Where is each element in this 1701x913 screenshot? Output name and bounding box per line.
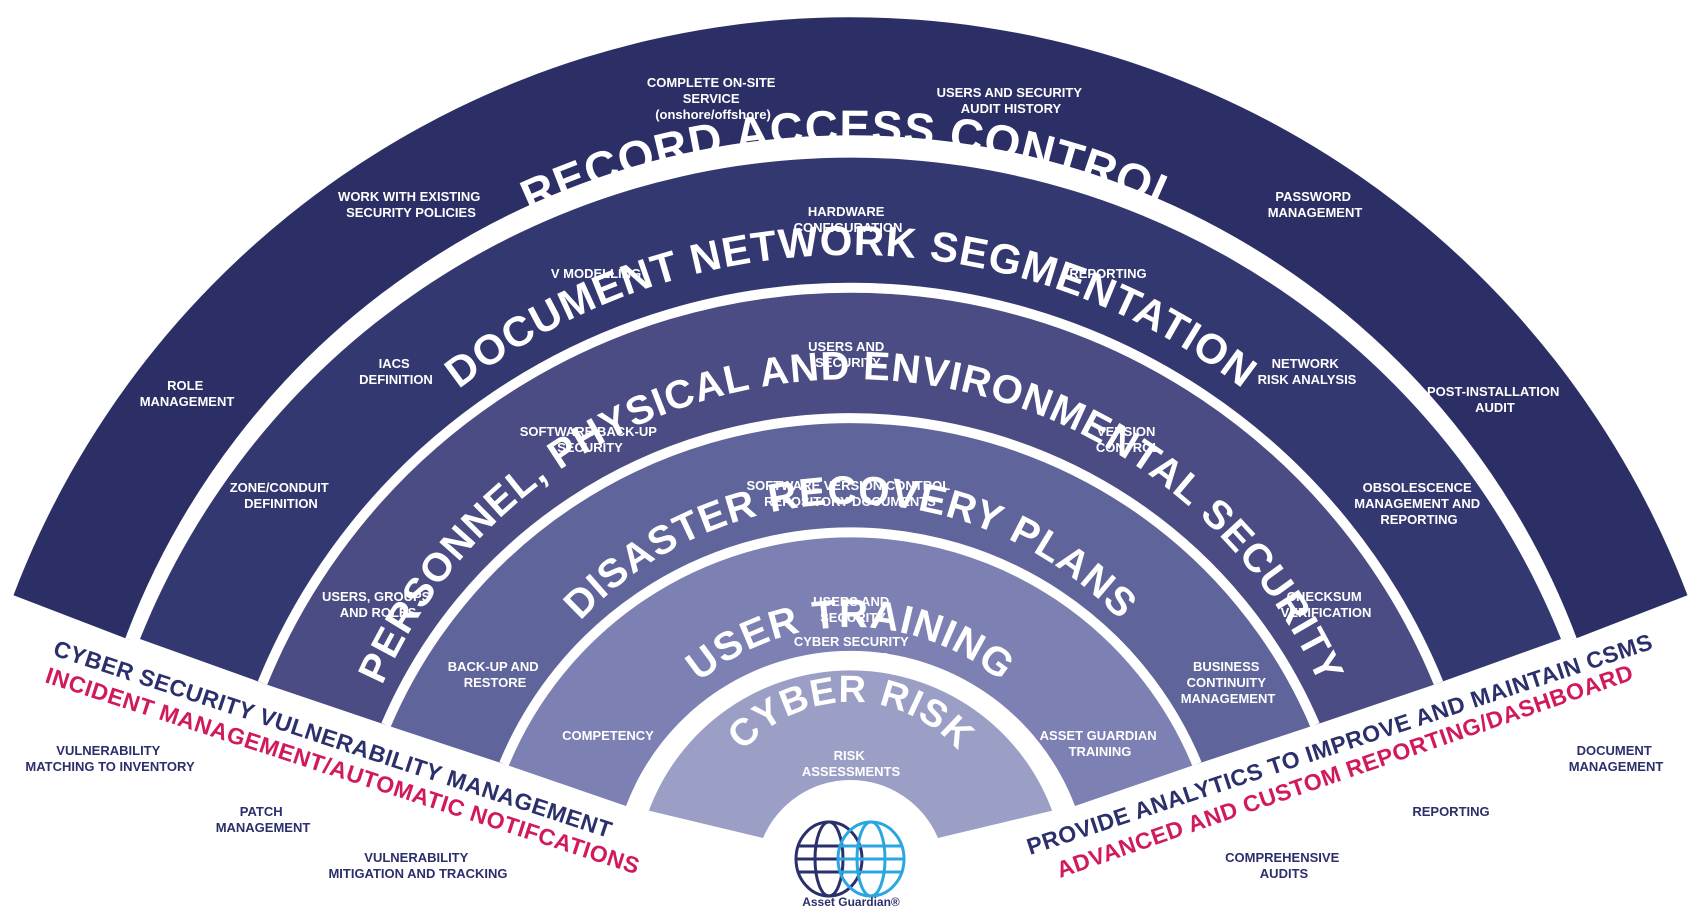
band-items: COMPLETE ON-SITE SERVICE (onshore/offsho…: [140, 75, 1563, 779]
band-item: OBSOLESCENCE MANAGEMENT AND REPORTING: [1354, 480, 1484, 527]
band-item: ZONE/CONDUIT DEFINITION: [230, 480, 333, 511]
band-item: BACK-UP AND RESTORE: [448, 659, 543, 690]
band-item: ASSET GUARDIAN TRAINING: [1040, 728, 1161, 759]
band-item: IACS DEFINITION: [359, 356, 433, 387]
fan-bands: [13, 17, 1688, 838]
logo-name: Asset Guardian®: [802, 895, 900, 909]
logo: Asset Guardian®: [794, 820, 906, 909]
band-item: NETWORK RISK ANALYSIS: [1258, 356, 1357, 387]
globe-icon: [794, 820, 906, 898]
band-item: RISK ASSESSMENTS: [802, 748, 901, 779]
band-item: VERSION CONTROL: [1096, 424, 1160, 455]
left-panel-item: VULNERABILITY MATCHING TO INVENTORY: [25, 743, 195, 774]
band-item: USERS, GROUPS AND ROLES: [322, 589, 434, 620]
left-panel-item: PATCH MANAGEMENT: [216, 804, 311, 835]
band-separators: [125, 135, 1577, 812]
band-personnel-physical-environmental-security: [262, 288, 1439, 725]
band-item: V MODELLING: [551, 266, 641, 281]
band-disaster-recovery-plans: [386, 418, 1315, 764]
band-user-training: [504, 532, 1197, 806]
band-item: USERS AND SECURITY AUDIT HISTORY: [937, 85, 1086, 116]
band-item: SOFTWARE VERSION CONTROL REPOSITORY DOCU…: [746, 478, 953, 509]
band-item: HARDWARE CONFIGURATION: [794, 204, 903, 235]
band-item: REPORTING: [1069, 266, 1146, 281]
band-item: USERS AND SECURITY: [808, 339, 888, 370]
right-panel-item: COMPREHENSIVE AUDITS: [1225, 850, 1343, 881]
band-item: USERS AND SECURITY: [813, 594, 893, 625]
band-cyber-risk: [644, 665, 1057, 838]
band-item: COMPETENCY: [562, 728, 654, 743]
band-item: POST-INSTALLATION AUDIT: [1427, 384, 1563, 415]
band-item: SOFTWARE BACK-UP SECURITY: [520, 424, 661, 455]
band-item: WORK WITH EXISTING SECURITY POLICIES: [338, 189, 484, 220]
band-item: PASSWORD MANAGEMENT: [1268, 189, 1363, 220]
band-item: CYBER SECURITY CONCEPTS: [794, 634, 912, 665]
band-record-access-control: [13, 17, 1688, 640]
right-panel-item: DOCUMENT MANAGEMENT: [1569, 743, 1664, 774]
left-panel-item: VULNERABILITY MITIGATION AND TRACKING: [328, 850, 507, 881]
band-item: CHECKSUM VERIFICATION: [1281, 589, 1372, 620]
band-document-network-segmentation: [140, 157, 1561, 683]
band-item: COMPLETE ON-SITE SERVICE (onshore/offsho…: [647, 75, 779, 122]
right-panel-item: REPORTING: [1412, 804, 1489, 819]
band-item: ROLE MANAGEMENT: [140, 378, 235, 409]
band-item: BUSINESS CONTINUITY MANAGEMENT: [1181, 659, 1276, 706]
